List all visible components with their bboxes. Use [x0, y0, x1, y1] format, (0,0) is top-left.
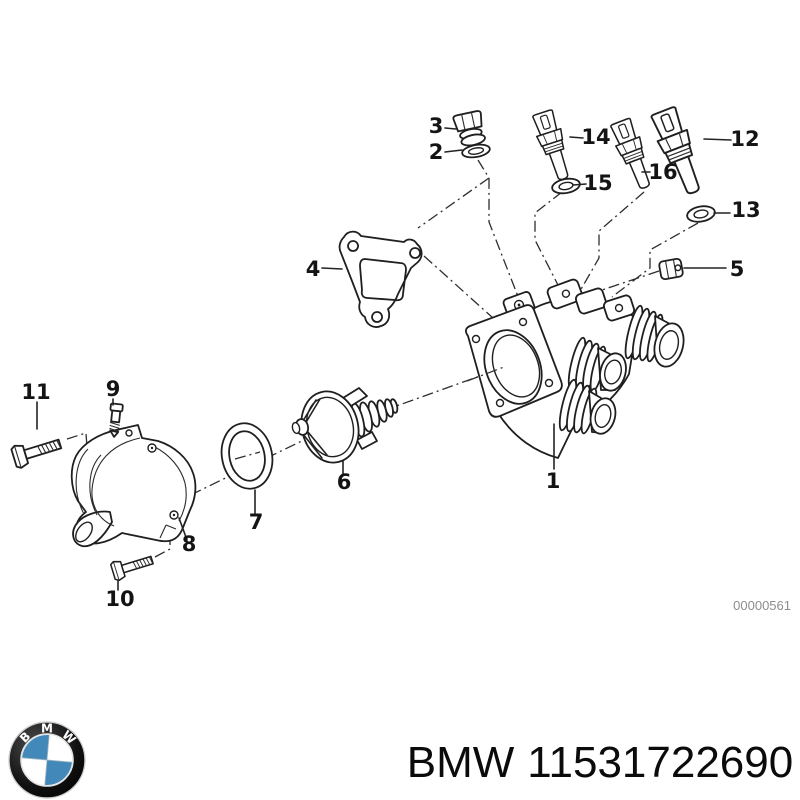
flange-bore	[491, 334, 541, 398]
leader-8	[178, 517, 188, 541]
part-label-14: 14	[581, 125, 610, 149]
washer-2-drawing	[461, 143, 491, 159]
housing-pipe-bottom	[558, 378, 617, 435]
bmw-quadrant-blue-tl	[22, 735, 50, 760]
part-labels: 1 2 3 4 5 6 7 8 9 10 11 12 13 14 15 16	[21, 114, 760, 611]
assembly-line-bolt11	[66, 432, 89, 463]
part-label-15: 15	[583, 171, 612, 195]
part-label-3: 3	[429, 114, 444, 138]
leader-3	[444, 127, 457, 130]
part-label-16: 16	[648, 160, 677, 184]
part-label-7: 7	[249, 510, 264, 534]
assembly-line-plug-to-gasket	[417, 177, 490, 229]
assembly-line-nut	[595, 270, 660, 293]
thermostat-housing-drawing	[465, 278, 685, 459]
cover-dome-lines	[75, 437, 187, 539]
assembly-axis-in-ring	[234, 451, 261, 460]
bolt-11-drawing	[9, 432, 65, 470]
flange-bolt-hole	[495, 398, 505, 408]
part-label-11: 11	[21, 380, 50, 404]
bolt-10-drawing	[109, 549, 156, 583]
hex-nut-drawing	[658, 257, 684, 281]
bmw-letter-m: M	[41, 722, 53, 736]
o-ring-drawing	[220, 422, 274, 490]
diagram-code: 00000561	[733, 598, 791, 613]
footer-number: 11531722690	[527, 738, 793, 787]
part-label-12: 12	[730, 127, 759, 151]
flange-bolt-hole	[471, 334, 481, 344]
thermostat-frame-bottom	[356, 431, 378, 450]
leader-4	[321, 267, 343, 270]
cover-outlet-opening	[75, 521, 93, 543]
temp-sensor-12-drawing	[647, 104, 710, 200]
sealing-ring-13-drawing	[686, 205, 716, 223]
leader-12	[703, 138, 732, 141]
part-label-13: 13	[731, 198, 760, 222]
assembly-axis-in-opening	[466, 366, 505, 382]
temp-sensor-14-drawing	[529, 107, 577, 184]
sealing-ring-15-drawing	[551, 177, 581, 195]
part-label-6: 6	[337, 470, 352, 494]
flange-opening	[483, 329, 543, 405]
thermostat-drawing	[291, 387, 399, 464]
leader-2	[444, 149, 463, 153]
leader-lines	[36, 127, 732, 591]
bmw-quadrant-blue-br	[44, 760, 72, 785]
assembly-line-bolt10	[154, 517, 171, 558]
gasket-body	[338, 230, 423, 328]
assembly-line-sensor12	[611, 222, 699, 298]
assembly-line-sensor14	[534, 191, 563, 288]
housing-pipe-top	[624, 304, 685, 368]
housing-bosses	[502, 278, 636, 322]
flange-bolt-hole	[544, 378, 554, 388]
part-label-5: 5	[730, 257, 745, 281]
leader-15	[572, 183, 587, 186]
part-label-4: 4	[306, 257, 321, 281]
part-label-10: 10	[105, 587, 134, 611]
leader-14	[569, 136, 584, 139]
cover-drawing	[70, 424, 197, 548]
gasket-drawing	[338, 230, 423, 328]
part-label-2: 2	[429, 140, 444, 164]
bmw-logo: B M W	[8, 721, 86, 799]
footer-brand: BMW	[407, 738, 515, 787]
plug-drawing	[452, 110, 486, 147]
part-label-9: 9	[106, 377, 121, 401]
cover-tab-hole	[125, 429, 133, 437]
assembly-line-plug	[477, 159, 520, 300]
assembly-line-sensor16	[579, 191, 645, 292]
flange-bolt-hole	[518, 317, 528, 327]
part-label-8: 8	[182, 532, 197, 556]
bmw-logo-quadrants	[22, 735, 72, 785]
thermostat-bridge	[298, 398, 328, 459]
part-label-1: 1	[546, 469, 561, 493]
